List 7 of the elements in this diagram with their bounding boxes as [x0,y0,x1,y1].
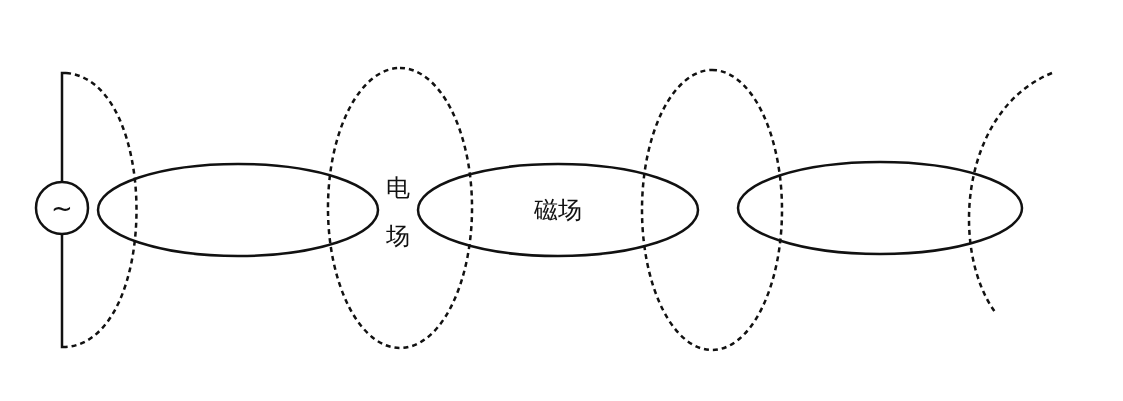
magnetic-field-loop [98,164,378,256]
ac-source-symbol [36,182,88,234]
magnetic-field-loop [738,162,1022,254]
magnetic-field-loop [418,164,698,256]
source-sign: ~ [51,193,73,223]
field-label: 电场 [386,173,411,252]
field-label: 磁场 [534,195,582,226]
